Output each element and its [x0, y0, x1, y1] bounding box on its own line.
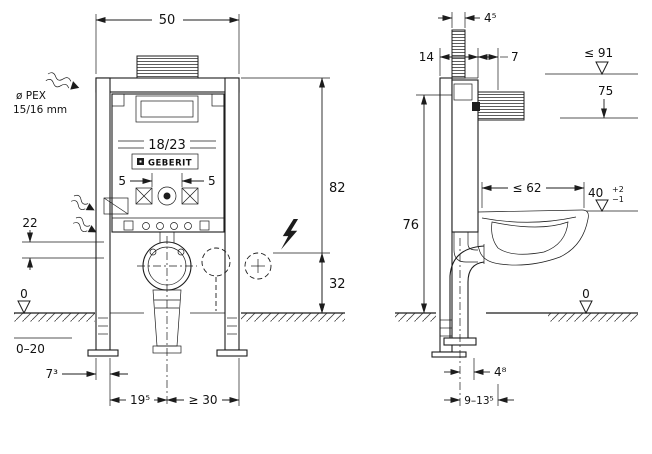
front-view: 50 1 [13, 13, 346, 407]
dim-outlet-wall-offset: 4⁸ [444, 358, 507, 380]
geberit-logo-text: GEBERIT [148, 159, 192, 169]
front-cistern: 18/23 GEBERIT 5 5 [111, 93, 225, 233]
actuator-cover-block [477, 91, 525, 121]
drain-elbow [443, 238, 485, 406]
label-seat-height: 40 +2 −1 [586, 185, 638, 213]
outlet-flange [137, 232, 197, 406]
dim-rail-width-value: 7³ [46, 367, 59, 381]
seat-height-tol-minus: −1 [612, 195, 624, 204]
dim-min-clearance: ≥ 30 [166, 358, 240, 407]
cistern-marking: 18/23 [148, 138, 185, 153]
dim-cover-depth: 7 [477, 48, 519, 90]
dim-bowl-depth-value: ≤ 62 [512, 181, 541, 195]
level-zero-front-value: 0 [20, 287, 28, 301]
level-triangle-icon [17, 300, 31, 315]
dim-actuation-height: 75 [560, 84, 638, 119]
outlet-alt-position-2 [244, 252, 272, 280]
actuation-max-value: ≤ 91 [584, 46, 613, 60]
floor-hatch [14, 313, 95, 322]
level-zero-side: 0 [579, 287, 593, 315]
level-triangle-icon [595, 61, 609, 76]
pex-wave-icon [71, 194, 95, 211]
lightning-icon [281, 219, 299, 250]
dim-outlet-offset-value: 19⁵ [130, 393, 150, 407]
dim-outlet-range-value: 9–13⁵ [464, 395, 494, 407]
seat-height-tol-plus: +2 [612, 185, 624, 194]
dim-side-frame-height: 76 [402, 94, 452, 314]
dim-frame-width: 50 [95, 13, 240, 74]
wall-section [451, 29, 466, 79]
drain-pipe [152, 289, 182, 354]
dim-fixing-left: 5 [118, 173, 153, 188]
dim-wall-thickness-value: 4⁵ [484, 11, 497, 25]
dim-cover-depth-value: 7 [511, 50, 519, 64]
dim-supply-height-value: 22 [22, 216, 37, 230]
pex-wave-icon [45, 72, 80, 90]
floor-hatch [395, 313, 436, 322]
water-connection [103, 197, 129, 215]
foot-plate-side [431, 351, 467, 358]
side-view: 4⁵ 14 7 ≤ 91 75 [395, 11, 638, 407]
label-actuation-max: ≤ 91 [545, 46, 638, 76]
front-frame-outline [87, 77, 248, 357]
dim-fixing-left-value: 5 [118, 174, 126, 188]
dim-frame-height-value: 82 [329, 181, 346, 196]
wc-pan [477, 209, 589, 266]
dim-bowl-depth: ≤ 62 [481, 181, 585, 208]
pex-label-line1: ø PEX [16, 90, 46, 102]
pex-wave-icon [73, 216, 97, 233]
pex-label-line2: 15/16 mm [13, 104, 67, 116]
floor-buildup-range: 0–20 [16, 342, 45, 356]
floor-hatch [241, 313, 345, 322]
level-triangle-icon [579, 300, 593, 315]
dim-rail-width: 7³ [46, 358, 128, 406]
dim-outlet-wall-offset-value: 4⁸ [494, 365, 507, 379]
outlet-alt-position-1 [201, 247, 231, 277]
dim-outlet-height-value: 32 [329, 277, 346, 292]
seat-height-value: 40 [588, 186, 603, 200]
level-triangle-icon [595, 199, 609, 213]
dim-side-frame-height-value: 76 [402, 218, 419, 233]
actuator-rod [472, 102, 480, 111]
floor-hatch [548, 313, 638, 322]
flush-actuator-block [136, 55, 199, 79]
dim-outlet-height: 32 [273, 252, 346, 314]
dim-outlet-offset: 19⁵ [109, 393, 168, 407]
dim-wall-thickness: 4⁵ [438, 11, 497, 28]
actuation-height-value: 75 [598, 84, 613, 98]
foot-plate-left [87, 349, 119, 357]
dim-frame-depth: 14 [419, 48, 479, 78]
dim-frame-depth-value: 14 [419, 50, 434, 64]
dim-frame-width-value: 50 [159, 13, 176, 28]
dim-min-clearance-value: ≥ 30 [188, 393, 217, 407]
level-zero-side-value: 0 [582, 287, 590, 301]
dim-outlet-range: 9–13⁵ [444, 384, 514, 407]
foot-plate-right [216, 349, 248, 357]
level-zero-front: 0 [17, 287, 31, 315]
dim-fixing-right: 5 [181, 173, 216, 188]
geberit-logo: GEBERIT [131, 153, 199, 170]
dim-supply-height: 22 [22, 216, 104, 270]
dim-fixing-right-value: 5 [208, 174, 216, 188]
